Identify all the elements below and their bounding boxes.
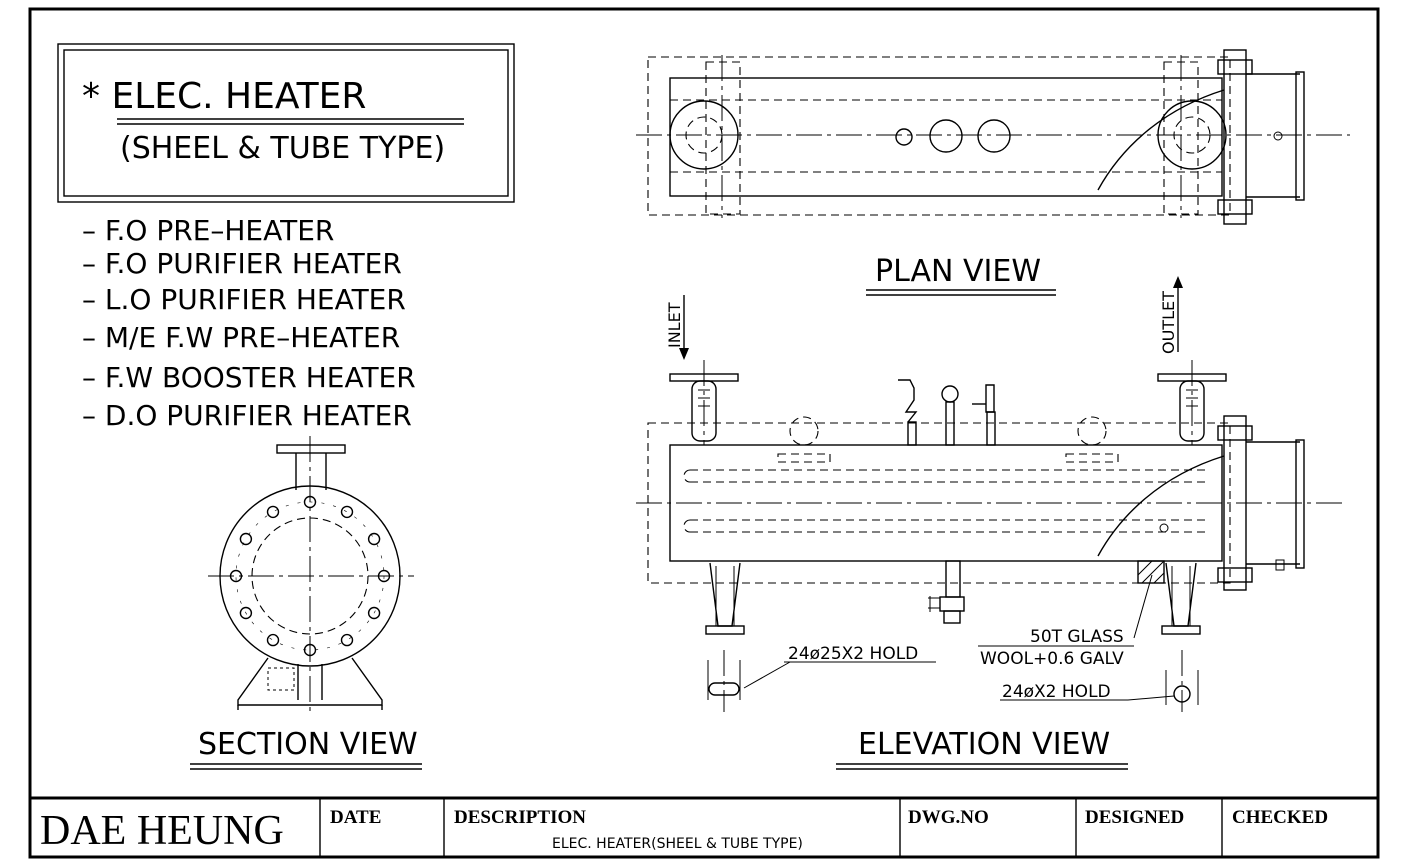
application-item: – D.O PURIFIER HEATER [82, 399, 412, 432]
insulation-callout-line2: WOOL+0.6 GALV [980, 649, 1124, 669]
flange-bolt-hole [239, 532, 253, 546]
flange-bolt-hole [303, 495, 317, 509]
left-hole-callout: 24ø25X2 HOLD [788, 644, 918, 664]
section-view-title: SECTION VIEW [198, 727, 418, 762]
sheet-border [28, 7, 1380, 859]
insulation-callout-line1: 50T GLASS [1030, 627, 1124, 647]
description-value: ELEC. HEATER(SHEEL & TUBE TYPE) [552, 836, 803, 852]
outlet-label: OUTLET [1159, 291, 1178, 354]
dwg-no-label: DWG.NO [908, 807, 989, 828]
plan-view-label: PLAN VIEW [866, 254, 1056, 296]
flange-bolt-hole [266, 505, 280, 519]
title-block: DAE HEUNG DATE DESCRIPTION ELEC. HEATER(… [30, 796, 1378, 857]
company-name: DAE HEUNG [40, 808, 284, 854]
date-label: DATE [330, 807, 381, 828]
elevation-annotations: INLET OUTLET 24ø25X2 HOLD 50T GLASS WOOL… [665, 291, 1178, 702]
checked-label: CHECKED [1232, 807, 1328, 828]
flange-bolt-hole [303, 643, 317, 657]
elevation-view-drawing [636, 276, 1345, 712]
title-box: * ELEC. HEATER (SHEEL & TUBE TYPE) [57, 43, 515, 203]
flange-bolt-hole [266, 633, 280, 647]
flange-bolt-hole [340, 633, 354, 647]
flange-bolt-hole [239, 606, 253, 620]
drawing-title: * ELEC. HEATER [82, 76, 366, 117]
flange-bolt-hole [367, 606, 381, 620]
application-item: – L.O PURIFIER HEATER [82, 283, 406, 316]
application-item: – F.W BOOSTER HEATER [82, 361, 416, 394]
elevation-view-label: ELEVATION VIEW [836, 727, 1128, 770]
flange-bolt-hole [229, 569, 243, 583]
flange-bolt-hole [340, 505, 354, 519]
plan-view-title: PLAN VIEW [875, 254, 1041, 289]
plan-view-drawing [636, 49, 1350, 225]
application-item: – F.O PRE–HEATER [82, 214, 334, 247]
application-item: – M/E F.W PRE–HEATER [82, 321, 400, 354]
flange-bolt-hole [367, 532, 381, 546]
section-view-label: SECTION VIEW [190, 727, 422, 770]
application-list: – F.O PRE–HEATER – F.O PURIFIER HEATER –… [82, 214, 416, 432]
description-label: DESCRIPTION [454, 807, 586, 828]
drawing-subtitle: (SHEEL & TUBE TYPE) [120, 131, 445, 166]
section-view-drawing [208, 436, 414, 712]
application-item: – F.O PURIFIER HEATER [82, 247, 402, 280]
inlet-label: INLET [665, 302, 684, 348]
designed-label: DESIGNED [1085, 807, 1184, 828]
right-hole-callout: 24øX2 HOLD [1002, 682, 1111, 702]
elevation-view-title: ELEVATION VIEW [858, 727, 1110, 762]
flange-bolt-hole [377, 569, 391, 583]
